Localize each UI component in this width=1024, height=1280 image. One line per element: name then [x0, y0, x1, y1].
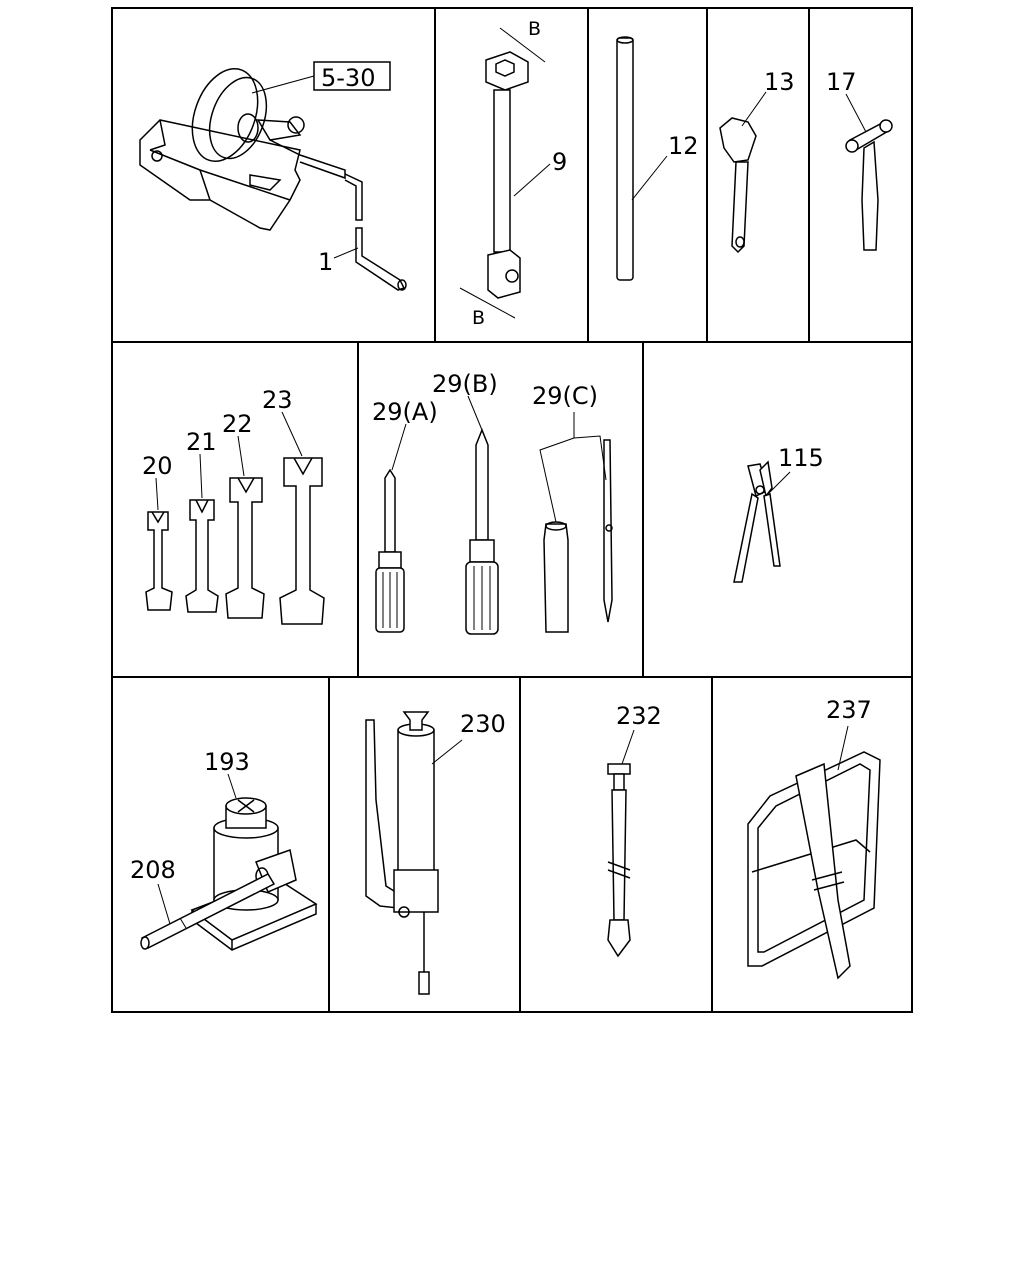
- svg-text:29(A): 29(A): [372, 398, 438, 426]
- svg-text:208: 208: [130, 856, 176, 884]
- handle-label: 1: [318, 247, 359, 276]
- cell-hose: 232: [607, 702, 662, 958]
- screwdriver-c-illustration: [543, 439, 613, 633]
- svg-text:29(C): 29(C): [532, 382, 598, 410]
- wheel-wrench-illustration: [485, 51, 529, 299]
- screwdriver-a-illustration: [375, 468, 405, 633]
- hose-illustration: [607, 763, 631, 958]
- cell-grease-gun: 230: [365, 710, 506, 995]
- spanner-23-illustration: [279, 457, 325, 625]
- svg-text:23: 23: [262, 386, 293, 414]
- svg-text:12: 12: [668, 132, 699, 160]
- adjustable-wrench-illustration: [719, 117, 757, 254]
- svg-text:193: 193: [204, 748, 250, 776]
- spanner-22-illustration: [225, 477, 265, 619]
- hammer-illustration: [845, 119, 893, 251]
- svg-text:22: 22: [222, 410, 253, 438]
- svg-text:9: 9: [552, 148, 567, 176]
- cell-hammer: 17: [826, 68, 893, 251]
- pliers-illustration: [733, 460, 781, 583]
- svg-text:20: 20: [142, 452, 173, 480]
- cell-winch-handle: 5-30 1: [139, 61, 407, 291]
- jack-illustration: [190, 797, 318, 951]
- cell-screwdrivers: 29(A) 29(B) 29(C): [372, 370, 613, 635]
- cell-wheel-wrench: B B 9: [459, 18, 567, 329]
- tool-bag-illustration: [747, 751, 881, 980]
- grease-gun-illustration: [365, 711, 439, 995]
- svg-text:B: B: [528, 18, 541, 40]
- cell-pliers: 115: [733, 444, 824, 583]
- svg-text:237: 237: [826, 696, 872, 724]
- diagram-frame: [111, 7, 913, 1013]
- cell-bar: 12: [616, 36, 699, 281]
- dim-top: B: [499, 18, 546, 63]
- svg-text:115: 115: [778, 444, 824, 472]
- svg-text:13: 13: [764, 68, 795, 96]
- svg-text:29(B): 29(B): [432, 370, 498, 398]
- cell-tool-bag: 237: [747, 696, 881, 980]
- bar-illustration: [616, 36, 634, 281]
- svg-text:21: 21: [186, 428, 217, 456]
- svg-text:B: B: [472, 307, 485, 329]
- spanner-21-illustration: [185, 499, 219, 613]
- svg-text:230: 230: [460, 710, 506, 738]
- cell-jack: 193 208: [130, 748, 318, 951]
- jack-handle-illustration: [140, 873, 276, 950]
- dim-bottom: B: [459, 287, 516, 329]
- spanner-20-illustration: [145, 511, 173, 611]
- svg-text:17: 17: [826, 68, 857, 96]
- cell-adjustable-wrench: 13: [719, 68, 795, 254]
- svg-text:1: 1: [318, 248, 333, 276]
- svg-text:232: 232: [616, 702, 662, 730]
- screwdriver-b-illustration: [465, 427, 499, 635]
- winch-illustration: [139, 67, 407, 291]
- cell-spanners: 20 21 22 23: [142, 386, 325, 625]
- ref-label-text: 5-30: [321, 64, 375, 92]
- winch-ref-label: 5-30: [251, 61, 391, 94]
